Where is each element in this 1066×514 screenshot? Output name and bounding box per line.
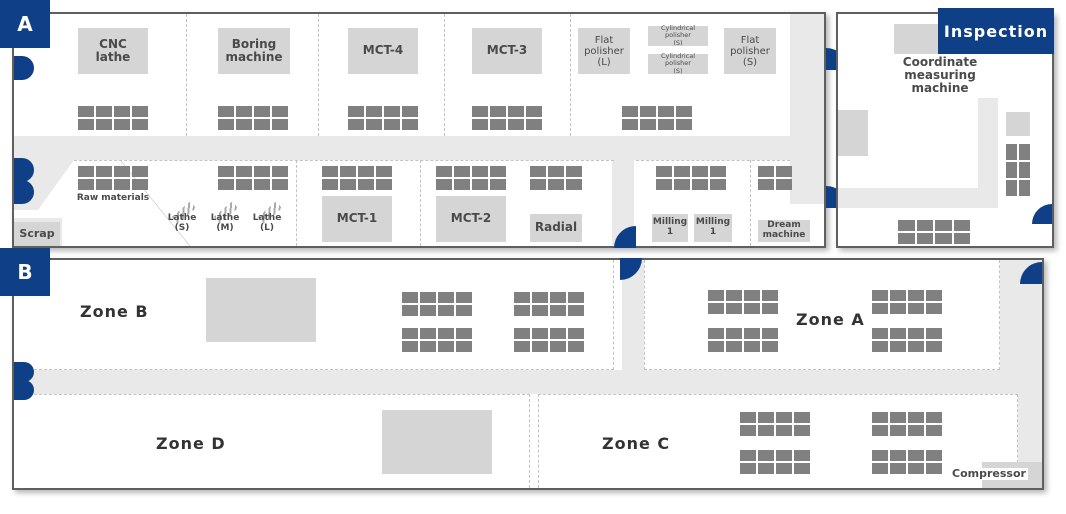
- aisle-a-door-right: [790, 182, 824, 204]
- scrap-area: Scrap: [14, 222, 60, 246]
- door-b-top-right: [1020, 262, 1042, 284]
- flat-polisher-l: Flat polisher (L): [578, 28, 630, 74]
- lathe-s-label: Lathe (S): [167, 213, 197, 233]
- zone-b-rack: [402, 292, 472, 316]
- storage-rack: [436, 166, 506, 190]
- divider: [636, 160, 790, 161]
- milling-1a: Milling 1: [652, 214, 688, 242]
- aisle-b-vertical-mid: [622, 260, 644, 372]
- aisle-a-right: [790, 14, 824, 204]
- door-a-left-3: [14, 180, 34, 204]
- zone-b-rack: [514, 292, 584, 316]
- divider: [318, 14, 319, 136]
- storage-rack: [78, 106, 148, 130]
- lathe-l-label: Lathe (L): [252, 213, 282, 233]
- door-b-left-1: [14, 362, 34, 382]
- zone-a-rack: [708, 290, 778, 314]
- door-a-left-2: [14, 158, 34, 182]
- zone-c-rack: [872, 450, 942, 474]
- raw-materials-label: Raw materials: [76, 193, 150, 203]
- divider: [296, 160, 297, 246]
- storage-rack: [218, 166, 288, 190]
- boring-machine: Boring machine: [218, 28, 290, 74]
- zone-d-large-machine: [382, 410, 492, 474]
- cnc-lathe: CNC lathe: [78, 28, 148, 74]
- zone-c-rack: [740, 450, 810, 474]
- zone-b-rack: [514, 328, 584, 352]
- zone-a-label: Zone A: [796, 310, 865, 329]
- aisle-a-horizontal: [14, 136, 824, 160]
- cylindrical-polisher-2: Cylindrical polisher (S): [648, 53, 708, 74]
- divider: [74, 160, 614, 161]
- inspection-aisle: [838, 188, 998, 208]
- flat-polisher-s: Flat polisher (S): [724, 28, 776, 74]
- mct-1: MCT-1: [322, 196, 392, 242]
- milling-1b: Milling 1: [694, 214, 732, 242]
- inspection-rack-vertical: [1006, 144, 1030, 196]
- door-a-left-1: [14, 56, 34, 80]
- lathe-m-label: Lathe (M): [210, 213, 240, 233]
- storage-rack: [348, 106, 418, 130]
- door-inspection: [1032, 204, 1052, 224]
- door-b-left-2: [14, 380, 34, 400]
- storage-rack: [758, 166, 792, 190]
- zone-a-rack: [872, 290, 942, 314]
- zone-a-rack: [708, 328, 778, 352]
- divider: [444, 14, 445, 136]
- mct-2: MCT-2: [436, 196, 506, 242]
- storage-rack: [218, 106, 288, 130]
- divider: [750, 160, 751, 246]
- storage-rack: [472, 106, 542, 130]
- zone-b-rack: [402, 328, 472, 352]
- divider: [186, 14, 187, 136]
- coordinate-measuring-machine-label: Coordinate measuring machine: [880, 54, 1000, 98]
- dream-machine: Dream machine: [758, 220, 810, 242]
- inspection-rack: [898, 220, 970, 244]
- aisle-b-horizontal: [14, 370, 1042, 394]
- inspection-aisle-vertical: [978, 98, 998, 208]
- divider: [420, 160, 421, 246]
- zone-b-label: Zone B: [80, 302, 149, 321]
- divider: [570, 14, 571, 136]
- storage-rack: [322, 166, 392, 190]
- zone-c-label: Zone C: [602, 434, 671, 453]
- zone-d-label: Zone D: [156, 434, 226, 453]
- inspection-table: [1006, 112, 1030, 136]
- aisle-b-right-lower: [1018, 372, 1042, 462]
- inspection-aisle-left: [838, 110, 868, 156]
- storage-rack: [656, 166, 726, 190]
- aisle-a-bottom: [612, 160, 634, 246]
- mct-4: MCT-4: [348, 28, 418, 74]
- area-tag-inspection: Inspection: [938, 8, 1054, 54]
- zone-c-rack: [872, 412, 942, 436]
- mct-3: MCT-3: [472, 28, 542, 74]
- storage-rack: [530, 166, 582, 190]
- raw-materials-rack: [78, 166, 148, 190]
- area-tag-a: A: [0, 0, 50, 48]
- zone-a-rack: [872, 328, 942, 352]
- zone-b-large-machine: [206, 278, 316, 342]
- area-tag-b: B: [0, 248, 50, 296]
- storage-rack: [622, 106, 692, 130]
- compressor-label: Compressor: [950, 467, 1028, 481]
- zone-c-rack: [740, 412, 810, 436]
- door-a-bottom: [614, 226, 636, 248]
- cylindrical-polisher-1: Cylindrical polisher (S): [648, 25, 708, 46]
- divider-diagonal: [120, 160, 190, 246]
- radial-drill: Radial: [530, 214, 582, 242]
